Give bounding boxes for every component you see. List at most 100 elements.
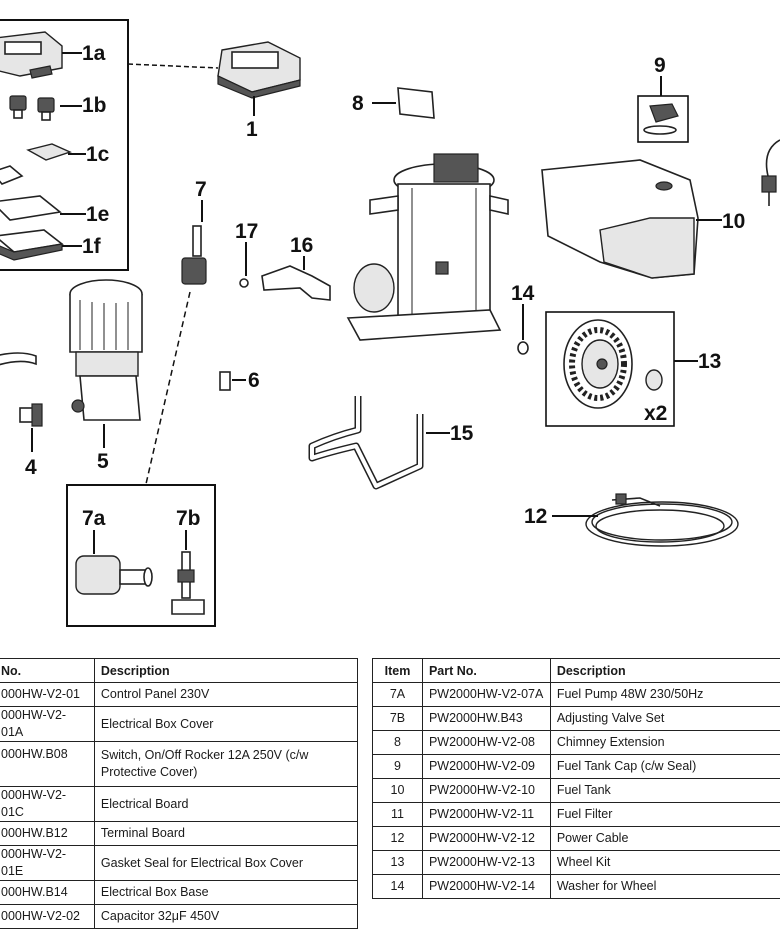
part-9-tank-cap: 9 [638,54,688,142]
part-1e-gasket [0,196,60,220]
item-cell: 10 [373,779,423,803]
wheel-quantity: x2 [644,402,667,425]
callout-1b: 1b [82,94,107,117]
callout-4: 4 [25,456,37,479]
part-16-bracket: 16 [262,234,330,300]
part-no-cell: PW2000HW-V2-12 [422,827,550,851]
callout-5: 5 [97,450,109,473]
part-no-cell: PW2000HW-V2-10 [422,779,550,803]
description-cell: Electrical Box Base [94,881,357,905]
part-4-fitting: 4 [20,404,42,479]
heater-assembly [348,154,508,340]
part-13-wheel-kit: x2 13 [546,312,721,426]
callout-7: 7 [195,178,207,201]
description-cell: Fuel Tank Cap (c/w Seal) [550,755,780,779]
callout-14: 14 [511,282,535,305]
column-header-description: Description [94,659,357,683]
part-11-fuel-filter-partial [762,140,780,206]
callout-17: 17 [235,220,258,243]
item-cell: 7A [373,683,423,707]
description-cell: Capacitor 32μF 450V [94,905,357,929]
part-15-frame: 15 [312,396,474,486]
column-header-no: No. [0,659,94,683]
description-cell: Gasket Seal for Electrical Box Cover [94,846,357,881]
part-1-control-panel: 1 [218,42,300,141]
column-header-item: Item [373,659,423,683]
callout-1e: 1e [86,203,109,226]
part-5-pump-motor: 5 [70,280,142,473]
callout-1a: 1a [82,42,106,65]
callout-9: 9 [654,54,666,77]
part-2-hose-partial [0,353,36,366]
callout-1f: 1f [82,235,102,258]
description-cell: Fuel Pump 48W 230/50Hz [550,683,780,707]
callout-13: 13 [698,350,721,373]
part-1c-terminal [0,166,22,184]
description-cell: Electrical Board [94,787,357,822]
item-cell: 14 [373,875,423,899]
column-header-part-no: Part No. [422,659,550,683]
detail-box-7: 7a 7b [67,485,215,626]
item-cell: 8 [373,731,423,755]
part-no-cell: 000HW-V2-01E [0,846,94,881]
part-1b-switches [10,96,54,120]
callout-15: 15 [450,422,474,445]
part-no-cell: PW2000HW-V2-08 [422,731,550,755]
item-cell: 7B [373,707,423,731]
part-8-chimney: 8 [352,88,434,118]
callout-7a: 7a [82,507,106,530]
part-no-cell: 000HW-V2-01A [0,707,94,742]
description-cell: Adjusting Valve Set [550,707,780,731]
part-7-fuel-pump: 7 [182,178,207,284]
description-cell: Power Cable [550,827,780,851]
part-no-cell: 000HW.B12 [0,822,94,846]
part-7b-adjusting-valve [172,552,204,614]
description-cell: Chimney Extension [550,731,780,755]
description-cell: Fuel Tank [550,779,780,803]
part-1a-panel-cover [0,32,62,78]
part-14-washer: 14 [511,282,535,354]
part-17-washer: 17 [235,220,258,287]
description-cell: Fuel Filter [550,803,780,827]
part-6-fitting: 6 [220,369,260,392]
part-no-cell: PW2000HW-V2-07A [422,683,550,707]
description-cell: Wheel Kit [550,851,780,875]
item-cell: 11 [373,803,423,827]
part-10-fuel-tank: 10 [542,160,745,278]
item-cell: 9 [373,755,423,779]
callout-1c: 1c [86,143,110,166]
part-no-cell: 000HW.B14 [0,881,94,905]
item-cell: 13 [373,851,423,875]
part-7a-fuel-pump [76,556,152,594]
part-no-cell: PW2000HW-V2-09 [422,755,550,779]
callout-8: 8 [352,92,364,115]
callout-16: 16 [290,234,313,257]
description-cell: Electrical Box Cover [94,707,357,742]
part-1c-board [28,144,70,160]
callout-7b: 7b [176,507,201,530]
column-header-description: Description [550,659,780,683]
part-1f-box-base [0,230,62,260]
part-no-cell: PW2000HW-V2-13 [422,851,550,875]
description-cell: Washer for Wheel [550,875,780,899]
item-cell: 12 [373,827,423,851]
exploded-parts-diagram: 1a 1b 1c 1e 1f 1 7 17 16 [0,0,780,640]
callout-12: 12 [524,505,547,528]
description-cell: Terminal Board [94,822,357,846]
part-no-cell: 000HW.B08 [0,742,94,787]
electrical-parts-group: 1a 1b 1c 1e 1f [0,20,128,270]
